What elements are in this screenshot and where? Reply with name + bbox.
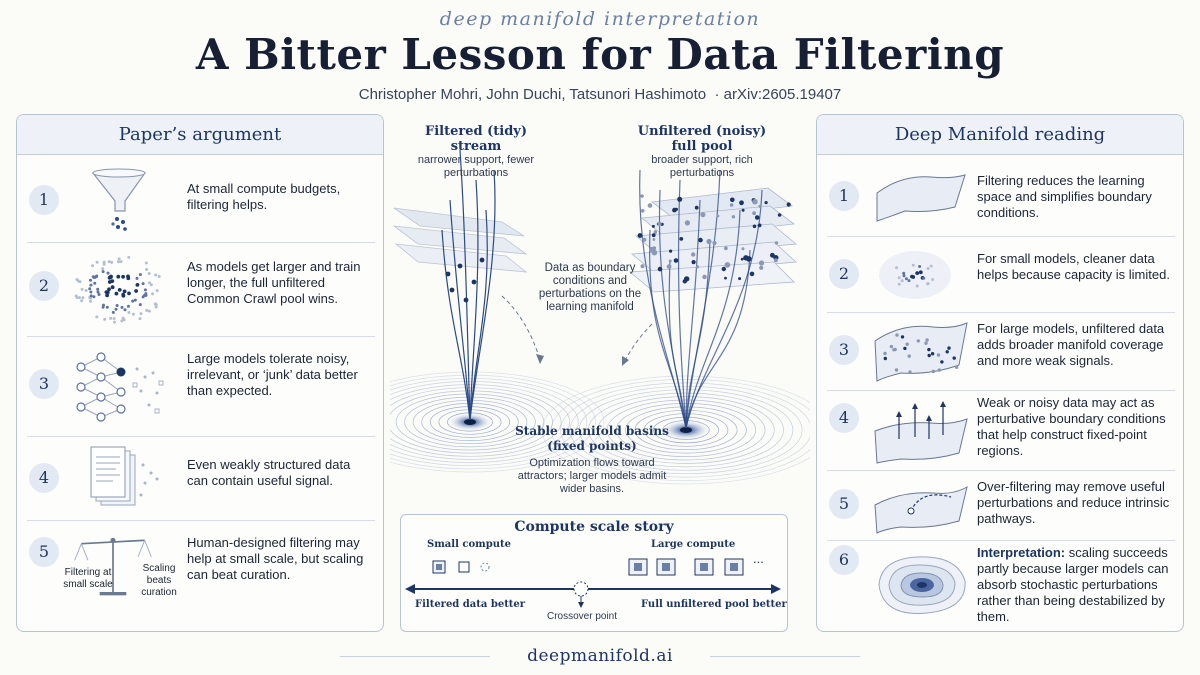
filtered-stream-label: Filtered (tidy) stream narrower support,… — [412, 124, 540, 180]
optimization-flow-lines — [441, 149, 763, 429]
item-text: For small models, cleaner data helps bec… — [977, 251, 1170, 282]
filtered-stream-sheets — [392, 207, 528, 273]
item-number: 1 — [29, 185, 59, 215]
unfiltered-better-caption: Full unfiltered pool better — [641, 599, 787, 610]
crossover-label: Crossover point — [546, 611, 618, 622]
dashed-arrow-right — [623, 323, 653, 363]
ellipsis: ... — [753, 551, 764, 566]
panel-title: Deep Manifold reading — [817, 115, 1183, 155]
basin-title: Stable manifold basins (fixed points) — [515, 424, 669, 453]
item-number: 3 — [829, 335, 859, 365]
argument-item: 5 Filtering at small scale Scaling beats… — [27, 521, 375, 629]
item-number: 5 — [829, 489, 859, 519]
axis-arrow-left — [405, 584, 415, 594]
item-number: 2 — [29, 271, 59, 301]
item-number: 3 — [29, 369, 59, 399]
interpretation-text: scaling succeeds partly because larger m… — [977, 545, 1169, 624]
network-icon — [76, 352, 164, 422]
footer-site: deepmanifold.ai — [527, 646, 673, 666]
panel-title: Paper’s argument — [17, 115, 383, 155]
kicker: deep manifold interpretation — [439, 8, 761, 30]
argument-item: 3 Large models tolerate noisy, irrelevan… — [27, 337, 375, 437]
unfiltered-pool-label: Unfiltered (noisy) full pool broader sup… — [632, 124, 772, 180]
authors-line: Christopher Mohri, John Duchi, Tatsunori… — [0, 86, 1200, 103]
argument-item: 4 Even weakly structured data can contai… — [27, 437, 375, 521]
item-text: For large models, unfiltered data adds b… — [977, 321, 1165, 368]
footer-rule-left — [340, 656, 490, 657]
documents-icon — [90, 446, 159, 506]
scale-balance-icon — [74, 537, 152, 596]
dotted-sheet-icon — [874, 322, 968, 382]
item-number: 6 — [829, 545, 859, 575]
footer-rule-right — [710, 656, 860, 657]
basin-label: Stable manifold basins (fixed points) Op… — [512, 424, 672, 496]
compute-scale-story: Compute scale story Small compute Large … — [400, 514, 788, 632]
argument-item: 2 As models get larger and train longer,… — [27, 243, 375, 337]
small-cloud-icon — [879, 251, 951, 299]
reading-item: 4 Weak or noisy data may act as perturba… — [827, 391, 1175, 471]
unfiltered-desc: broader support, rich perturbations — [651, 154, 753, 179]
basin-contour-icon — [878, 556, 966, 614]
page-title: A Bitter Lesson for Data Filtering — [195, 30, 1005, 79]
item-number: 2 — [829, 259, 859, 289]
item-number: 1 — [829, 181, 859, 211]
item-text: At small compute budgets, filtering help… — [187, 181, 341, 212]
reading-item: 6 Interpretation: scaling succeeds partl… — [827, 541, 1175, 631]
large-compute-label: Large compute — [651, 539, 736, 550]
item-number: 4 — [829, 403, 859, 433]
large-chip-icons — [628, 558, 744, 576]
item-number: 5 — [29, 537, 59, 567]
balance-right-label: Scaling beats curation — [141, 563, 177, 598]
basin-desc: Optimization flows toward attractors; la… — [517, 457, 667, 495]
compute-timeline — [405, 558, 781, 608]
item-text: Interpretation: scaling succeeds partly … — [977, 545, 1173, 625]
sheet-icon — [876, 174, 966, 222]
deep-manifold-panel: Deep Manifold reading 1 Filtering reduce… — [816, 114, 1184, 632]
item-text: Even weakly structured data can contain … — [187, 457, 351, 488]
funnel-icon — [91, 168, 147, 231]
item-text: Weak or noisy data may act as perturbati… — [977, 395, 1166, 458]
item-text: Filtering reduces the learning space and… — [977, 173, 1152, 220]
filtered-better-caption: Filtered data better — [415, 599, 526, 610]
dashed-arrow-left — [501, 295, 541, 361]
authors: Christopher Mohri, John Duchi, Tatsunori… — [358, 86, 707, 103]
reading-item: 1 Filtering reduces the learning space a… — [827, 159, 1175, 237]
small-chip-icons — [432, 560, 490, 574]
item-text: Human-designed filtering may help at sma… — [187, 535, 364, 582]
pathway-sheet-icon — [874, 485, 968, 534]
reading-item: 3 For large models, unfiltered data adds… — [827, 313, 1175, 391]
dot-cloud-icon — [74, 255, 161, 324]
manifold-illustration — [390, 149, 810, 485]
reading-item: 2 For small models, cleaner data helps b… — [827, 237, 1175, 313]
item-text: Over-filtering may remove useful perturb… — [977, 479, 1170, 526]
item-text: As models get larger and train longer, t… — [187, 259, 361, 306]
data-points — [445, 194, 791, 303]
separator: · — [710, 86, 724, 103]
small-compute-label: Small compute — [427, 539, 511, 550]
paper-argument-panel: Paper’s argument 1 At small compute budg… — [16, 114, 384, 632]
item-text: Large models tolerate noisy, irrelevant,… — [187, 351, 358, 398]
crossover-marker — [573, 581, 589, 597]
compute-title: Compute scale story — [514, 519, 674, 535]
unfiltered-title: Unfiltered (noisy) full pool — [637, 124, 767, 154]
manifold-basins — [390, 371, 810, 485]
filtered-title: Filtered (tidy) stream — [424, 124, 527, 154]
item-number: 4 — [29, 463, 59, 493]
balance-left-label: Filtering at small scale — [63, 567, 113, 590]
interpretation-label: Interpretation: — [977, 545, 1066, 560]
axis-arrow-right — [771, 584, 781, 594]
filtered-desc: narrower support, fewer perturbations — [417, 154, 535, 179]
reading-item: 5 Over-filtering may remove useful pertu… — [827, 471, 1175, 541]
arxiv-id: arXiv:2605.19407 — [723, 86, 842, 103]
arrows-sheet-icon — [874, 401, 968, 464]
argument-item: 1 At small compute budgets, filtering he… — [27, 159, 375, 243]
boundary-note: Data as boundary conditions and perturba… — [538, 262, 642, 313]
